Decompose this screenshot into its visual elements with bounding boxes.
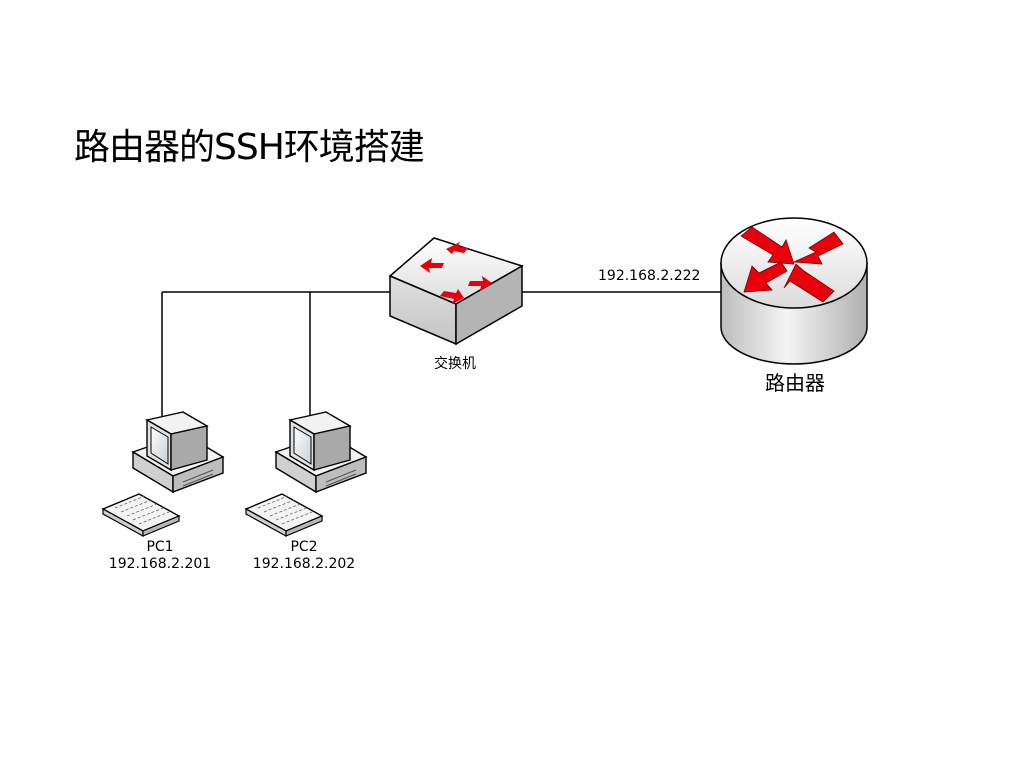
switch-icon	[388, 237, 524, 346]
pc2-label: PC2 192.168.2.202	[244, 539, 364, 573]
pc1-ip: 192.168.2.201	[108, 556, 212, 572]
pc2-ip: 192.168.2.202	[252, 556, 356, 572]
slide-title: 路由器的SSH环境搭建	[74, 127, 425, 168]
switch-label: 交换机	[434, 356, 476, 372]
pc1-label: PC1 192.168.2.201	[100, 539, 220, 573]
pc2-icon	[245, 411, 367, 537]
router-icon	[720, 217, 868, 365]
router-label: 路由器	[765, 371, 825, 395]
pc1-name: PC1	[146, 539, 174, 555]
switch-router-ip-label: 192.168.2.222	[598, 268, 701, 284]
pc2-name: PC2	[290, 539, 318, 555]
pc1-icon	[102, 411, 224, 537]
